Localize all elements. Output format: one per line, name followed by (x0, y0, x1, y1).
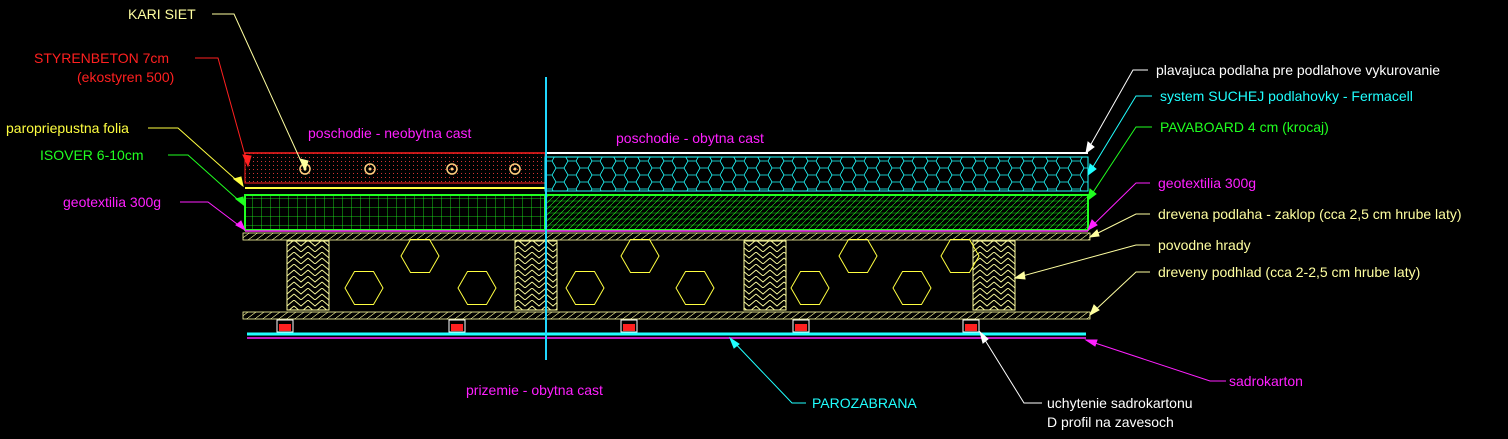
rebar-core (513, 167, 517, 171)
label-geotextilia-left: geotextilia 300g (63, 194, 162, 210)
rebar-mark (446, 163, 458, 175)
insulation-hexagon (565, 271, 605, 305)
d-profile-outline (962, 319, 980, 333)
pavaboard-layer (544, 194, 1089, 231)
label-paropriepustna-folia: paropriepustna folia (6, 120, 129, 136)
label-drevena-podlaha: drevena podlaha - zaklop (cca 2,5 cm hru… (1158, 206, 1462, 222)
d-profile-outline (792, 319, 810, 333)
styrenbeton-layer (244, 152, 546, 184)
label-povodne-hrady: povodne hrady (1158, 237, 1251, 253)
d-profile-fill (795, 324, 807, 331)
rebar-core (450, 167, 454, 171)
label-kari-siet: KARI SIET (128, 6, 196, 22)
insulation-hexagon (457, 271, 497, 305)
d-profile-fill (965, 324, 977, 331)
label-uchytenie-sadrokartonu: uchytenie sadrokartonu (1047, 395, 1193, 411)
label-system-suchej: system SUCHEJ podlahovky - Fermacell (1160, 88, 1413, 104)
insulation-hexagon (838, 239, 878, 273)
d-profile-fill (623, 324, 635, 331)
label-poschodie-neobytna: poschodie - neobytna cast (308, 125, 472, 141)
d-profile-fill (279, 324, 291, 331)
rebar-core (368, 167, 372, 171)
isover-layer (244, 194, 546, 231)
insulation-hexagon (620, 239, 660, 273)
d-profile-hangers (276, 319, 980, 333)
drevena-podlaha-zaklop (242, 232, 1091, 241)
label-plavajuca-podlaha: plavajuca podlaha pre podlahove vykurova… (1156, 62, 1441, 78)
label-geotextilia-right: geotextilia 300g (1158, 175, 1257, 191)
fermacell-system-layer (544, 156, 1089, 192)
label-poschodie-obytna: poschodie - obytna cast (616, 130, 764, 146)
d-profile-outline (620, 319, 638, 333)
rebar-mark (509, 163, 521, 175)
rebar-mark (364, 163, 376, 175)
label-styrenbeton: STYRENBETON 7cm (34, 50, 170, 66)
leader-lines (148, 13, 1226, 404)
label-prizemie: prizemie - obytna cast (466, 382, 603, 398)
label-sadrokarton: sadrokarton (1229, 373, 1303, 389)
d-profile-outline (276, 319, 294, 333)
d-profile-outline (448, 319, 466, 333)
label-parozabrana: PAROZABRANA (812, 395, 917, 411)
insulation-hexagon (675, 271, 715, 305)
cavity-insulation-hexagons (344, 239, 980, 305)
insulation-hexagon (892, 271, 932, 305)
povodne-hrady-beams (286, 240, 1016, 311)
insulation-hexagon (940, 239, 980, 273)
label-pavaboard: PAVABOARD 4 cm (krocaj) (1160, 119, 1329, 135)
insulation-hexagon (400, 239, 440, 273)
label-ekostyren: (ekostyren 500) (77, 69, 175, 85)
dreveny-podhlad (242, 311, 1091, 320)
d-profile-fill (451, 324, 463, 331)
label-d-profil: D profil na zavesoch (1047, 414, 1174, 430)
insulation-hexagon (790, 271, 830, 305)
label-dreveny-podhlad: dreveny podhlad (cca 2-2,5 cm hrube laty… (1158, 264, 1421, 280)
label-isover: ISOVER 6-10cm (40, 147, 144, 163)
insulation-hexagon (344, 271, 384, 305)
